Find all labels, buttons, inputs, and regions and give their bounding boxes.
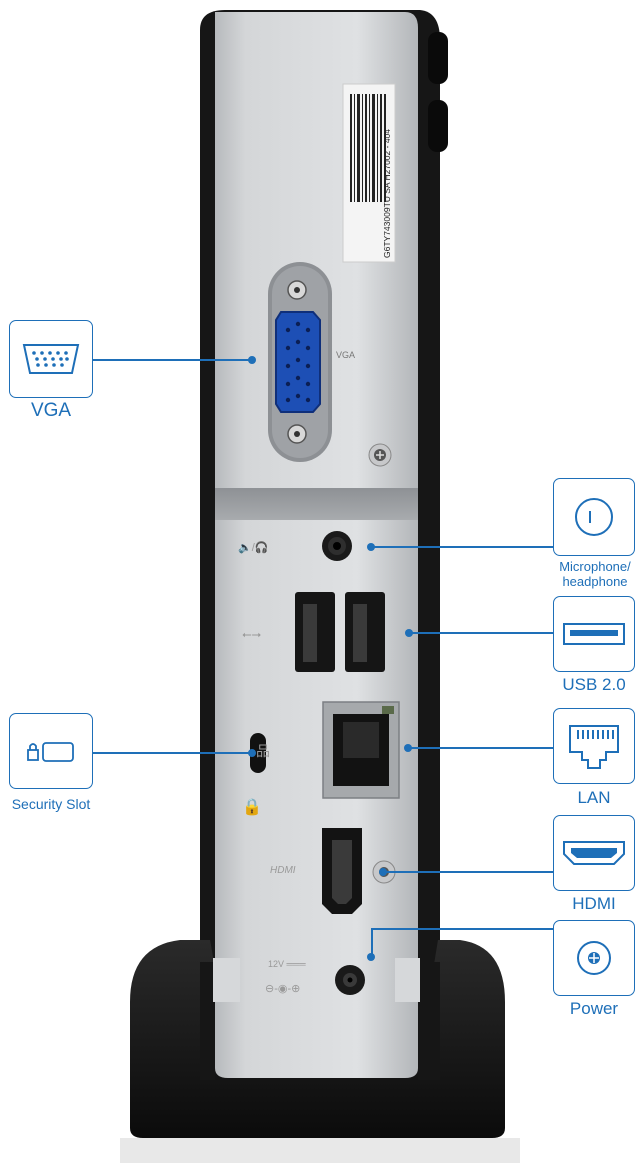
power-connector-icon [577, 941, 611, 975]
usb-callout-label: USB 2.0 [562, 675, 626, 694]
hdmi-port-text: HDMI [270, 865, 296, 876]
vga-leader-dot [248, 356, 256, 364]
security-leader-line [93, 752, 253, 754]
usb-leader-line [410, 632, 553, 634]
vga-leader-line [93, 359, 253, 361]
hdmi-port-icon [563, 841, 625, 865]
power-rating-text: 12V ═══ [268, 959, 306, 969]
audio-jack-icon [575, 498, 613, 536]
ethernet-port-icon [569, 725, 619, 769]
power-leader-dot [367, 953, 375, 961]
usb-port-icon [563, 623, 625, 645]
vga-connector-icon [22, 344, 80, 374]
svg-text:品: 品 [256, 743, 270, 759]
lan-callout-label: LAN [577, 788, 611, 807]
hdmi-callout-label: HDMI [572, 894, 616, 913]
serial-label-text: G6TY743009TU SA H27002 - 404 [382, 129, 392, 258]
security-leader-dot [248, 749, 256, 757]
security-callout-box [9, 713, 93, 789]
power-callout-label: Power [569, 999, 619, 1018]
security-lock-slot-icon [27, 742, 74, 762]
hdmi-callout-box [553, 815, 635, 891]
hdmi-leader-dot [379, 868, 387, 876]
power-callout-box [553, 920, 635, 996]
power-leader-vertical [371, 928, 373, 956]
lan-leader-dot [404, 744, 412, 752]
usb-callout-box [553, 596, 635, 672]
svg-text:⊖-◉-⊕: ⊖-◉-⊕ [265, 983, 300, 995]
lan-leader-line [409, 747, 553, 749]
hdmi-leader-line [384, 871, 553, 873]
power-leader-line [372, 928, 553, 930]
vga-callout-box [9, 320, 93, 398]
microphone-callout-box [553, 478, 635, 556]
usb-leader-dot [405, 629, 413, 637]
vga-port-text: VGA [336, 350, 355, 360]
microphone-leader-line [372, 546, 553, 548]
svg-text:🔒: 🔒 [242, 798, 262, 816]
svg-text:🔈/🎧: 🔈/🎧 [238, 541, 268, 554]
svg-text:⭠⭢: ⭠⭢ [242, 627, 262, 641]
microphone-callout-label: Microphone/ headphone [559, 559, 631, 589]
security-callout-label: Security Slot [11, 796, 91, 812]
lan-callout-box [553, 708, 635, 784]
vga-callout-label: VGA [30, 400, 72, 421]
microphone-leader-dot [367, 543, 375, 551]
